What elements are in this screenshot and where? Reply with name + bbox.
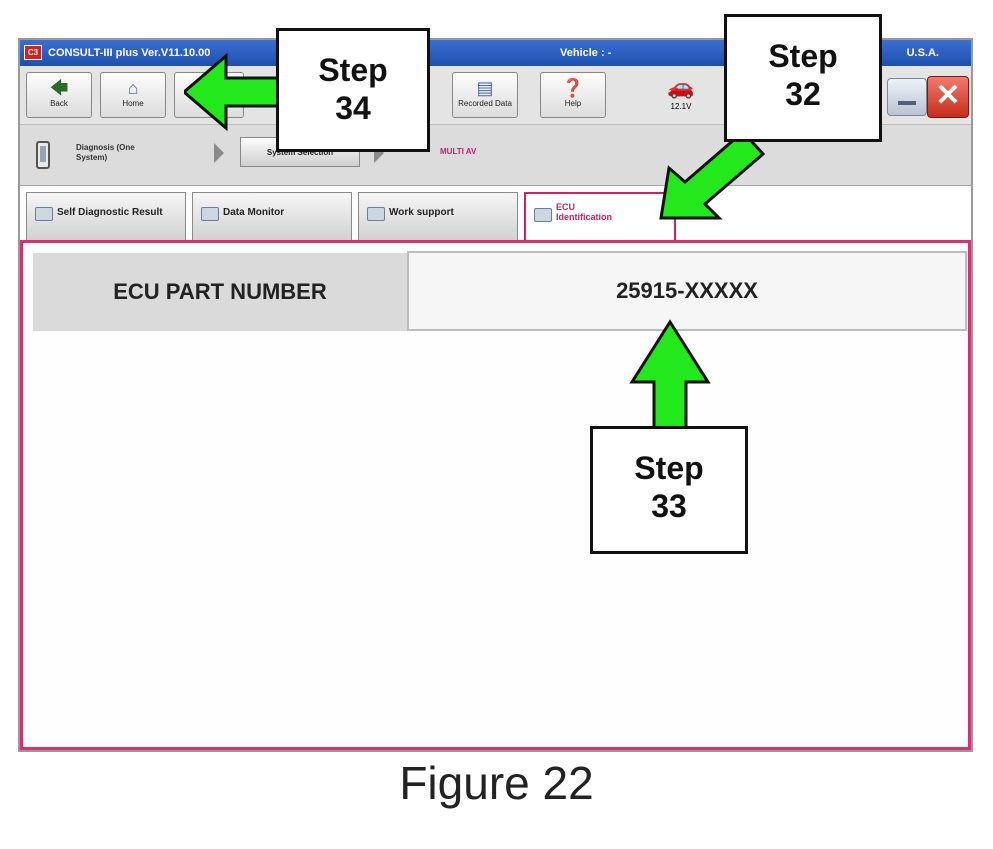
help-button[interactable]: ❓ Help (540, 72, 606, 118)
callout-step-number: 33 (651, 488, 687, 524)
close-button[interactable]: ✕ (927, 76, 969, 118)
tab-ecu-identification[interactable]: ECU Identification (524, 192, 676, 240)
callout-step-label: Step (768, 38, 838, 74)
step32-callout: Step 32 (724, 14, 882, 142)
tab-label: Data Monitor (223, 207, 285, 218)
tab-label-line1: ECU (556, 202, 576, 212)
recorded-data-button[interactable]: ▤ Recorded Data (452, 72, 518, 118)
callout-step-label: Step (634, 450, 704, 486)
diagnostic-icon (35, 207, 53, 221)
callout-step-number: 32 (785, 76, 821, 112)
step34-callout: Step 34 (276, 28, 430, 152)
home-button-label: Home (122, 99, 144, 108)
diagnosis-device-icon (36, 141, 50, 169)
recorded-data-label: Recorded Data (458, 99, 512, 108)
tab-label-line2: Identification (556, 212, 612, 222)
recorded-data-icon: ▤ (476, 78, 494, 98)
tab-work-support[interactable]: Work support (358, 192, 518, 240)
step33-callout: Step 33 (590, 426, 748, 554)
home-button[interactable]: ⌂ Home (100, 72, 166, 118)
back-button-label: Back (50, 99, 68, 108)
region-label: U.S.A. (906, 47, 939, 59)
help-icon: ❓ (561, 78, 585, 98)
ecu-part-number-label: ECU PART NUMBER (33, 253, 407, 331)
work-support-icon (367, 207, 385, 221)
step32-arrow-icon (659, 129, 766, 220)
vehicle-voltage: 🚗 12.1V (646, 70, 716, 120)
breadcrumb-diagnosis[interactable]: Diagnosis (One System) (76, 143, 135, 162)
home-icon: ⌂ (127, 78, 139, 98)
consult-window: C3 CONSULT-III plus Ver.V11.10.00 Vehicl… (18, 38, 973, 752)
step34-arrow-icon (184, 52, 284, 132)
voltage-readout: 12.1V (670, 102, 692, 111)
callout-step-label: Step (318, 52, 388, 88)
breadcrumb-separator-icon (214, 143, 224, 163)
callout-step-number: 34 (335, 90, 371, 126)
minimize-button[interactable] (887, 78, 927, 116)
app-title: CONSULT-III plus Ver.V11.10.00 (48, 47, 211, 59)
figure-caption: Figure 22 (399, 757, 594, 809)
car-icon: 🚗 (667, 74, 695, 99)
back-arrow-icon: 🡄 (49, 78, 69, 98)
tab-self-diagnostic-result[interactable]: Self Diagnostic Result (26, 192, 186, 240)
tab-label: Work support (389, 207, 454, 218)
close-icon: ✕ (935, 79, 961, 112)
tab-data-monitor[interactable]: Data Monitor (192, 192, 352, 240)
back-button[interactable]: 🡄 Back (26, 72, 92, 118)
ecu-part-number-value: 25915-XXXXX (407, 251, 967, 331)
vehicle-status: Vehicle : - (560, 47, 612, 59)
app-logo: C3 (24, 45, 42, 60)
breadcrumb-multi-av: MULTI AV (440, 147, 477, 156)
monitor-icon (201, 207, 219, 221)
ecu-identification-panel: ECU PART NUMBER 25915-XXXXX (20, 240, 971, 750)
help-button-label: Help (564, 99, 582, 108)
breadcrumb-separator-icon (374, 143, 384, 163)
ecu-icon (534, 208, 552, 222)
step33-arrow-icon (629, 319, 711, 432)
tab-bar: Self Diagnostic Result Data Monitor Work… (20, 186, 971, 242)
tab-label: Self Diagnostic Result (57, 207, 163, 218)
